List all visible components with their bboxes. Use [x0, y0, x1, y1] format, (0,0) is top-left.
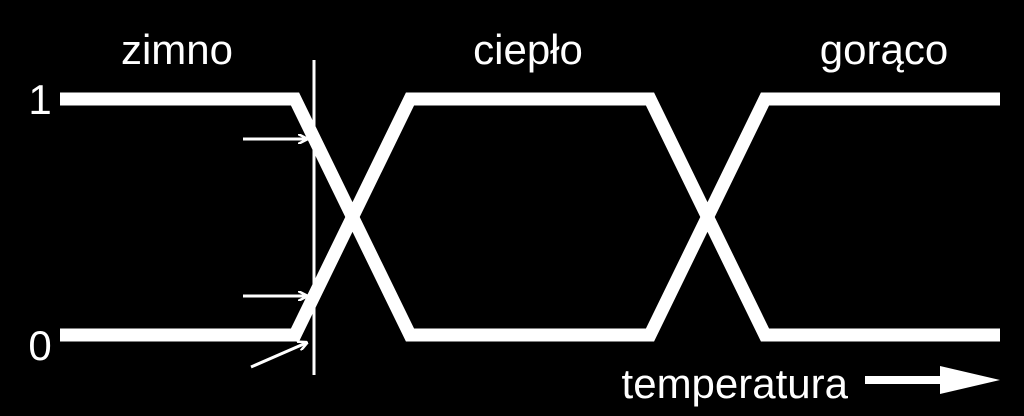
- set-label-zimno: zimno: [121, 26, 233, 73]
- y-tick-label-0: 0: [28, 322, 51, 369]
- x-axis-arrow-icon: [940, 366, 1000, 394]
- membership-curve-zimno: [60, 92, 1000, 342]
- set-label-goraco: gorąco: [820, 26, 948, 73]
- y-tick-label-1: 1: [28, 76, 51, 123]
- x-axis-label: temperatura: [622, 360, 849, 407]
- set-label-cieplo: ciepło: [473, 26, 583, 73]
- membership-curve-cieplo: [60, 92, 1000, 342]
- membership-arrow-lower: [250, 343, 306, 369]
